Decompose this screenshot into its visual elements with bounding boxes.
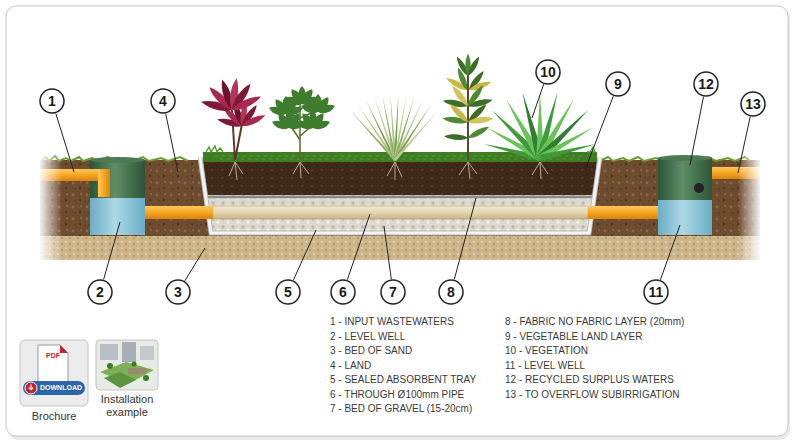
key-entry: 7 - BED OF GRAVEL (15-20cm) <box>330 403 472 415</box>
callout-number: 13 <box>745 97 761 111</box>
callout-circle: 1 <box>39 88 65 114</box>
thumbnail-card: Installation example <box>96 340 158 426</box>
key-entry: 5 - SEALED ABSORBENT TRAY <box>330 374 476 386</box>
callout-circle: 7 <box>380 279 406 305</box>
callout-number: 4 <box>159 94 167 108</box>
brochure-icon <box>20 340 88 406</box>
return-pipe <box>588 206 660 219</box>
roots <box>229 162 548 180</box>
input-pipe-elbow <box>98 169 110 197</box>
key-entry: 3 - BED OF SAND <box>330 345 412 357</box>
callout-circle: 8 <box>438 279 464 305</box>
well-lid <box>90 157 145 163</box>
key-entry: 6 - THROUGH Ø100mm PIPE <box>330 389 464 401</box>
callout-number: 12 <box>698 77 714 91</box>
callout-ring <box>536 60 560 84</box>
callout-number: 9 <box>614 77 622 91</box>
callout-number: 10 <box>540 65 556 79</box>
callout-circle: 13 <box>740 91 766 117</box>
callout-ring <box>694 72 718 96</box>
key-entry: 12 - RECYCLED SURPLUS WATERS <box>505 374 674 386</box>
feed-pipe <box>145 206 213 219</box>
callout-number: 11 <box>649 285 664 299</box>
callout-ring <box>166 280 190 304</box>
callout-number: 8 <box>447 285 455 299</box>
callout-ring <box>381 280 405 304</box>
key-entry: 11 - LEVEL WELL <box>505 360 585 372</box>
installation-thumbnail <box>96 340 158 390</box>
callout-ring <box>40 89 64 113</box>
edge-fade <box>38 148 62 262</box>
callout-number: 7 <box>389 285 397 299</box>
card-caption: Brochure <box>20 409 88 423</box>
callout-ring <box>606 72 630 96</box>
surplus-outlet <box>694 183 704 193</box>
callout-number: 2 <box>96 285 104 299</box>
through-pipe <box>212 206 588 219</box>
download-label: DOWNLOAD <box>38 381 84 395</box>
croton-plant <box>442 54 494 160</box>
key-entry: 1 - INPUT WASTEWATERS <box>330 316 454 328</box>
callout-number: 5 <box>284 285 292 299</box>
cordyline-plant <box>200 78 266 160</box>
callout-ring <box>741 92 765 116</box>
leader-lines <box>56 84 750 281</box>
key-entry: 9 - VEGETABLE LAND LAYER <box>505 331 642 343</box>
sealed-tray <box>200 157 600 233</box>
callout-circle: 12 <box>693 71 719 97</box>
pdf-label: PDF <box>38 351 68 361</box>
callout-ring <box>439 280 463 304</box>
callout-ring <box>644 280 668 304</box>
callout-circle: 5 <box>275 279 301 305</box>
sand-bed <box>40 236 760 260</box>
callout-number: 3 <box>174 285 182 299</box>
callout-circle: 2 <box>87 279 113 305</box>
callout-circle: 11 <box>643 279 669 305</box>
key-entry: 4 - LAND <box>330 360 371 372</box>
level-well-water <box>658 200 712 235</box>
callout-circle: 4 <box>150 88 176 114</box>
callout-ring <box>331 280 355 304</box>
key-entry: 13 - TO OVERFLOW SUBIRRIGATION <box>505 389 679 401</box>
callout-ring <box>151 89 175 113</box>
callout-ring <box>276 280 300 304</box>
callout-circle: 9 <box>605 71 631 97</box>
level-well-top <box>658 158 712 200</box>
edge-fade <box>738 148 762 262</box>
callout-circle: 10 <box>535 59 561 85</box>
bromeliad-plant <box>483 91 597 161</box>
key-entry: 2 - LEVEL WELL <box>330 331 405 343</box>
callout-circle: 3 <box>165 279 191 305</box>
grass-plant <box>350 94 440 161</box>
key-entry: 8 - FABRIC NO FABRIC LAYER (20mm) <box>505 316 684 328</box>
tray-outline <box>200 157 600 233</box>
callout-number: 1 <box>48 94 56 108</box>
schefflera-plant <box>268 86 336 160</box>
gravel-bed <box>202 160 598 232</box>
callout-ring <box>88 280 112 304</box>
callout-number: 6 <box>339 285 347 299</box>
callout-circle: 6 <box>330 279 356 305</box>
level-well-top <box>90 160 145 198</box>
vegetable-soil <box>203 162 597 195</box>
brochure-card: PDF DOWNLOAD Brochure <box>20 340 88 426</box>
panel <box>6 6 788 436</box>
key-entry: 10 - VEGETATION <box>505 345 588 357</box>
land <box>40 160 760 240</box>
card-caption: Installation example <box>96 393 158 419</box>
well-lid <box>658 155 712 161</box>
fabric-layer <box>207 196 593 199</box>
